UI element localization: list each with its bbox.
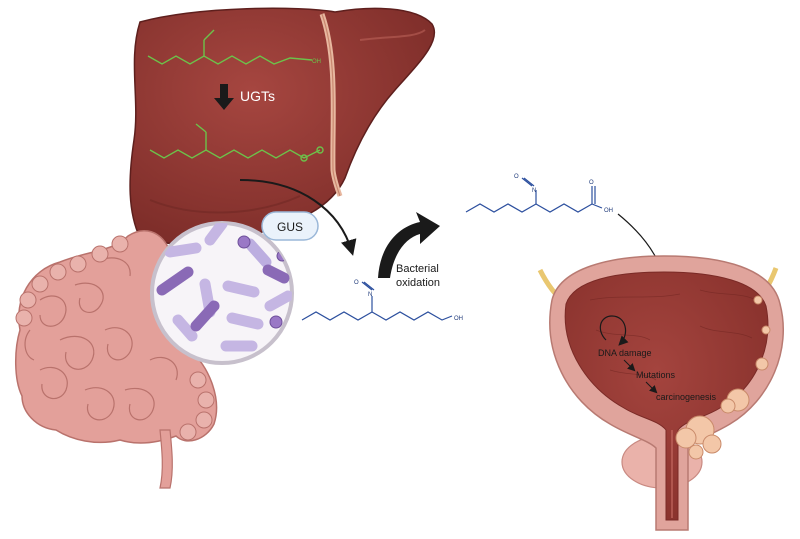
rectum: [159, 429, 173, 489]
bacterial-oxidation-label-1: Bacterial: [396, 263, 439, 275]
oxygen-label-1: O: [354, 280, 359, 286]
glucuronide-chain-bottom: [149, 149, 321, 159]
bacterial-oxidation-arrow: [378, 212, 440, 278]
oxygen-label-3: O: [589, 180, 594, 186]
dna-to-mutations-arrow: [623, 359, 636, 372]
oxygen-label-2: O: [514, 174, 519, 180]
nitrogen-label-2: N: [532, 188, 536, 194]
tumors: [675, 295, 771, 460]
glucuronide-structures: [147, 29, 324, 162]
dna-loop-arrow: [599, 315, 629, 346]
down-arrow-icon: [214, 84, 234, 110]
bacteria: [156, 223, 292, 352]
molecule-middle: [301, 281, 453, 321]
liver: [129, 7, 436, 245]
ugts-label: UGTs: [240, 88, 275, 104]
bacterial-oxidation-label-2: oxidation: [396, 277, 440, 289]
carcinogenesis-label: carcinogenesis: [656, 392, 717, 402]
gus-badge: [261, 211, 319, 241]
mutations-to-carcinogenesis-arrow: [645, 381, 658, 394]
gut-bacteria-magnifier: [150, 221, 294, 365]
dna-damage-label: DNA damage: [598, 348, 652, 358]
oh-label-liver: OH: [312, 59, 321, 65]
oh-label-2: OH: [604, 208, 613, 214]
mutations-label: Mutations: [636, 370, 676, 380]
n-nitroso-chain-top: [147, 55, 313, 65]
nitrogen-label-1: N: [368, 292, 372, 298]
oh-label-1: OH: [454, 316, 463, 322]
molecule-top: [465, 177, 603, 213]
ugts-arrow: [214, 84, 234, 110]
release-arrow: [239, 179, 357, 256]
gus-label: GUS: [277, 220, 303, 234]
bladder: [537, 255, 784, 531]
